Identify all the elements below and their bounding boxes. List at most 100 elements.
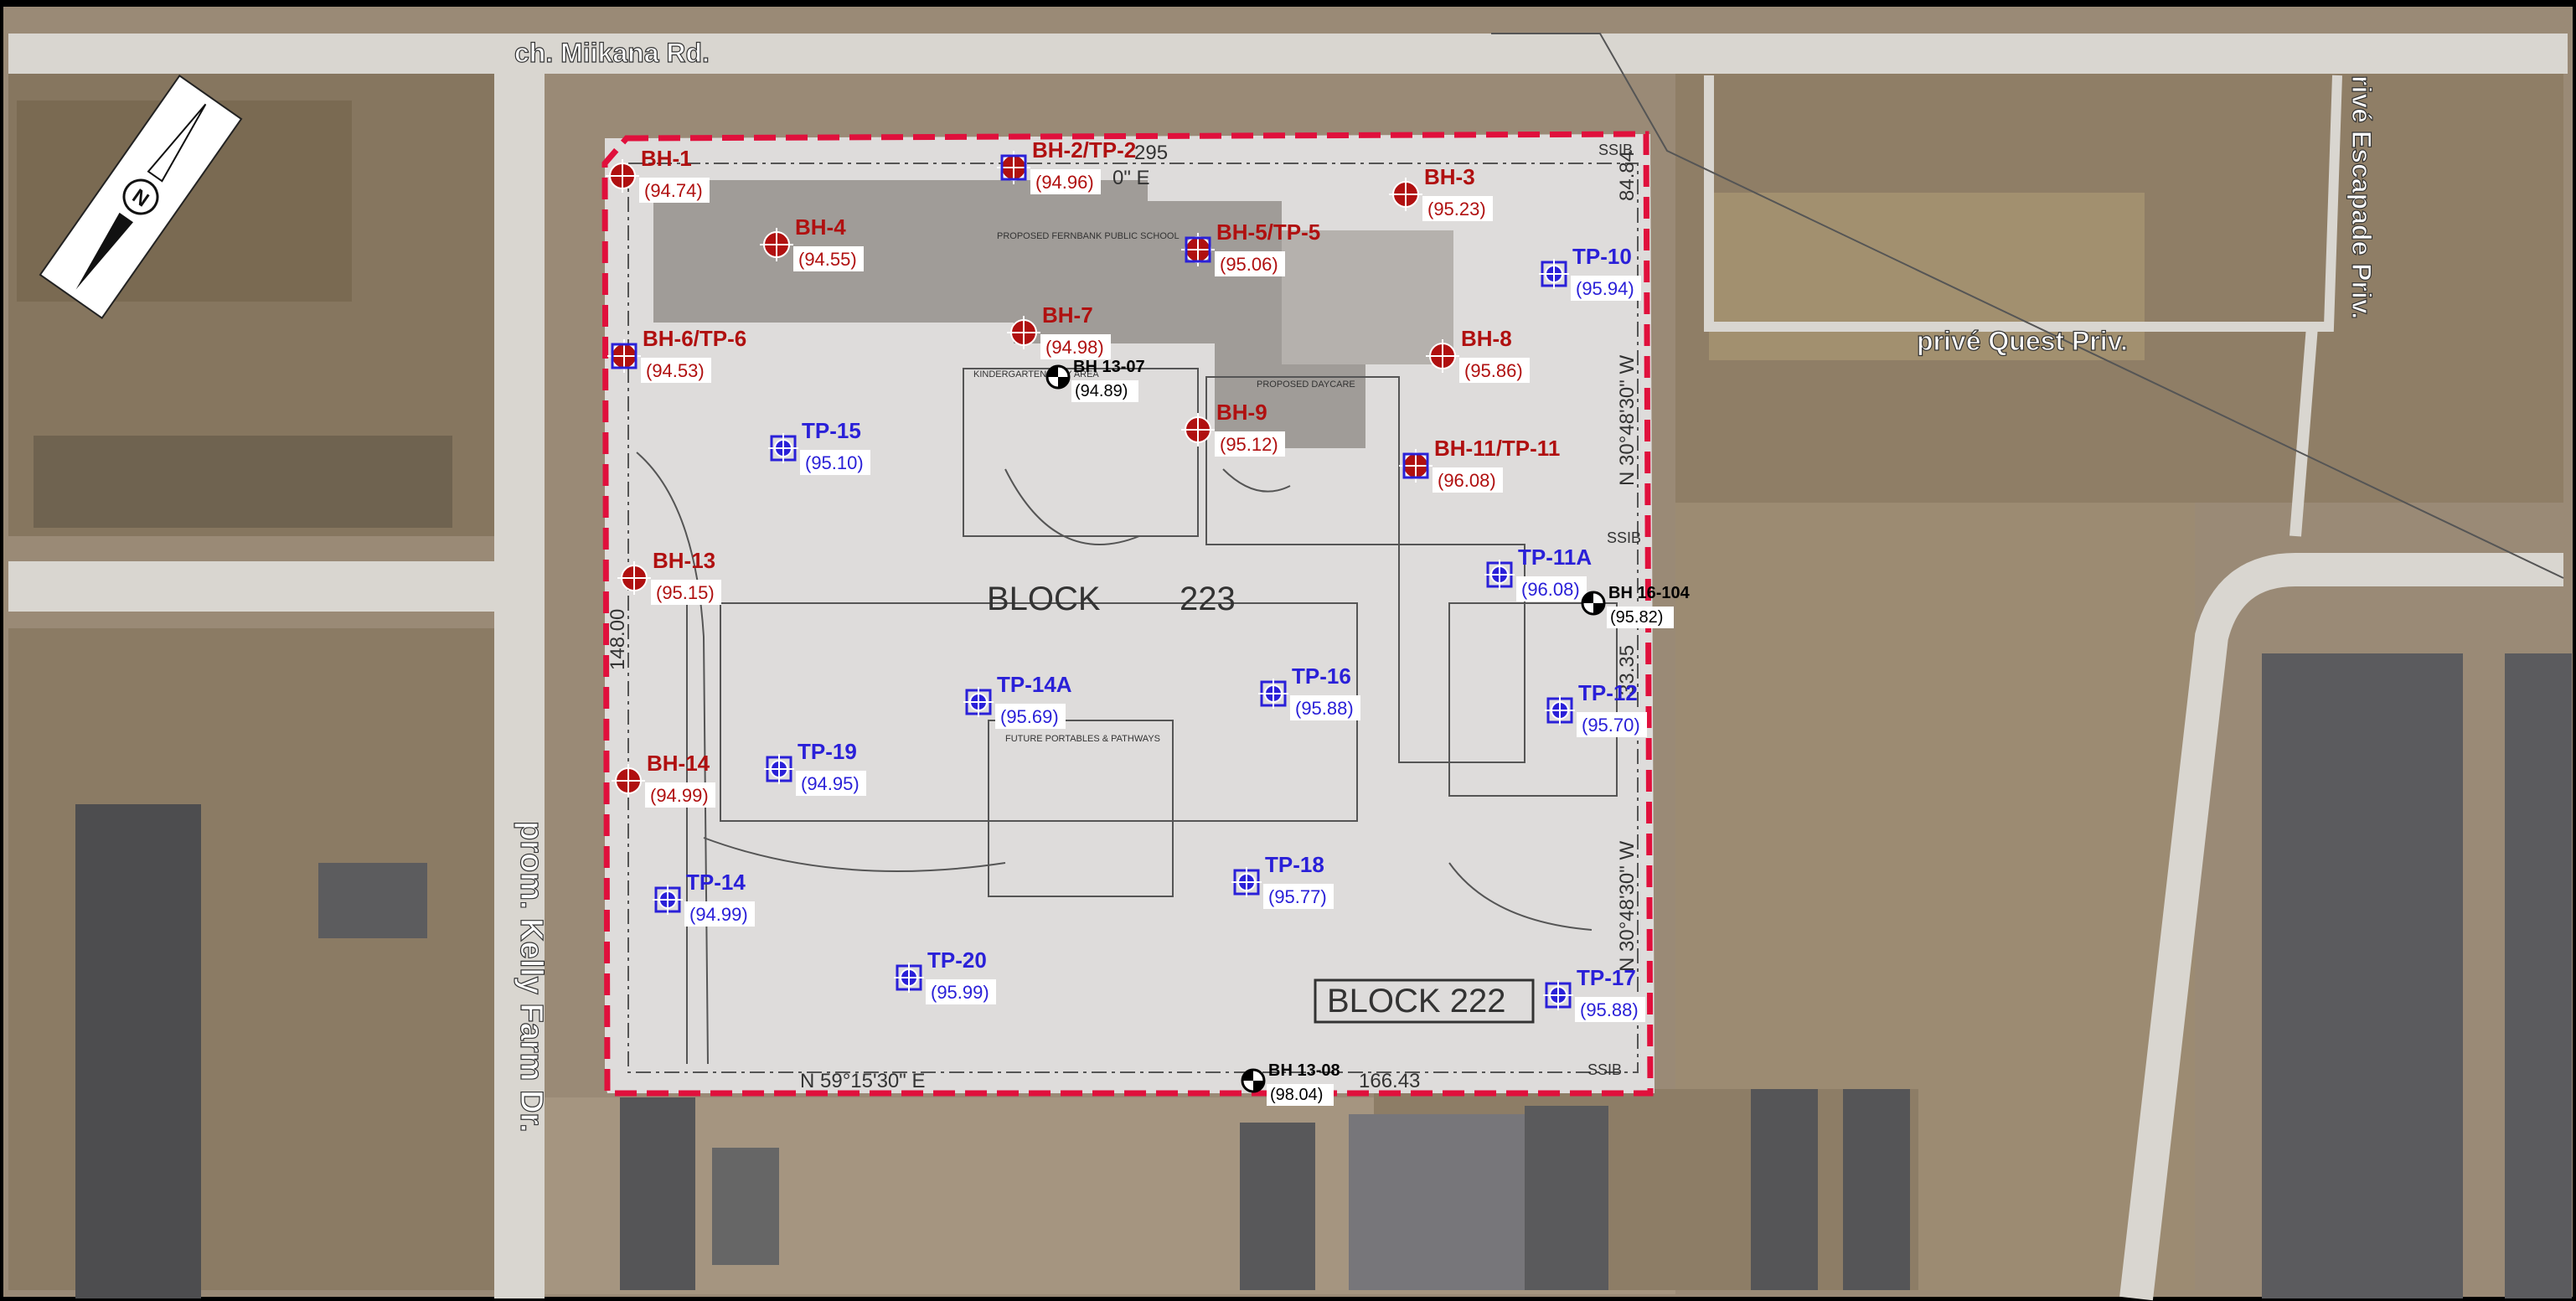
road-label-miikana: ch. Miikana Rd. [514,38,710,68]
boring-elevation: (95.86) [1464,360,1523,381]
boring-marker-tp-14a: TP-14A (95.69) [963,672,1072,729]
boring-marker-bh-5-tp-5: BH-5/TP-5 (95.06) [1181,219,1320,276]
boring-id: BH-5/TP-5 [1216,219,1320,245]
bearing-bottom: N 59°15'30" E [800,1070,925,1092]
top-partial-bearing: 0" E [1112,167,1150,189]
boring-marker-tp-17: TP-17(95.88) [1543,965,1645,1022]
boring-id: BH 13-08 [1268,1061,1340,1080]
boring-marker-tp-19: TP-19 (94.95) [764,739,866,796]
boring-elevation: (95.77) [1268,886,1327,907]
boring-id: BH-8 [1461,326,1512,351]
boring-id: TP-18 [1265,852,1324,877]
boring-id: BH-14 [647,751,710,776]
road-label-quest: privé Quest Priv. [1917,326,2128,356]
boring-marker-bh-16-104: BH 16-104(95.82) [1581,584,1691,628]
boring-elevation: (95.88) [1580,999,1639,1020]
boring-elevation: (94.99) [689,904,748,925]
top-frame [0,0,2576,7]
dimension-right-mid: 33.35 [1616,645,1639,695]
school-label: PROPOSED FERNBANK PUBLIC SCHOOL [997,231,1180,241]
boring-marker-tp-20: TP-20 (95.99) [894,947,996,1004]
boring-marker-bh-4: BH-4 (94.55) [760,214,864,271]
boring-marker-bh-6-tp-6: BH-6/TP-6 (94.53) [607,326,746,383]
boring-elevation: (94.53) [646,360,705,381]
bearing-right-bottom: N 30°48'30" W [1616,841,1639,972]
boring-id: BH-2/TP-2 [1032,137,1136,163]
boring-elevation: (96.08) [1521,579,1580,600]
bearing-right-top: N 30°48'30" W [1616,355,1639,486]
boring-elevation: (94.99) [650,785,709,806]
boring-marker-bh-11-tp-11: BH-11/TP-11 (96.08) [1399,436,1560,493]
boring-marker-tp-14: TP-14 (94.99) [653,870,755,927]
boring-marker-bh-2-tp-2: BH-2/TP-2 (94.96) [997,137,1136,194]
bottom-frame [0,1297,2576,1301]
block-222-label: BLOCK 222 [1327,983,1505,1020]
boring-id: BH-1 [641,146,692,171]
boring-marker-tp-12: TP-12 (95.70) [1545,680,1647,737]
boring-id: TP-14 [686,870,746,895]
ssib-top: SSIB [1598,142,1633,158]
daycare-label: PROPOSED DAYCARE [1257,379,1355,390]
site-parcel [605,134,1655,1093]
test-pit-icon [1402,452,1429,479]
dimension-bottom: 166.43 [1359,1070,1420,1092]
boring-marker-tp-10: TP-10(95.94) [1539,244,1641,301]
north-arrow-icon: N [39,75,243,319]
boring-marker-bh-9: BH-9 (95.12) [1181,400,1285,457]
boring-elevation: (96.08) [1438,470,1496,491]
road-label-kelly-farm: prom. Kelly Farm Dr. [514,821,549,1133]
test-pit-icon [1000,154,1027,181]
boring-id: TP-10 [1572,244,1632,269]
boring-id: TP-14A [997,672,1072,697]
boring-elevation: (94.74) [644,180,703,201]
boring-elevation: (94.95) [801,773,860,794]
boring-id: BH 16-104 [1608,584,1691,602]
boring-elevation: (95.23) [1427,199,1486,219]
boring-elevation: (94.98) [1045,337,1104,358]
roads [8,33,2568,1301]
boring-id: BH-4 [795,214,846,240]
ssib-bottom: SSIB [1587,1061,1622,1078]
boring-elevation: (95.12) [1220,434,1278,455]
boring-elevation: (95.70) [1582,715,1640,736]
road-label-escapade: rivé Escapade Priv. [2346,75,2377,319]
boring-id: TP-16 [1292,663,1351,689]
boring-id: BH-11/TP-11 [1434,436,1560,461]
boring-id: BH-3 [1424,164,1475,189]
boring-id: BH 13-07 [1073,358,1145,376]
boring-elevation: (94.96) [1035,172,1094,193]
test-pit-icon [611,343,638,369]
boring-elevation: (95.69) [1000,706,1059,727]
site-boundary [601,131,1654,1097]
boring-elevation: (95.10) [805,452,864,473]
boring-id: TP-20 [927,947,987,973]
boring-elevation: (95.99) [931,982,989,1003]
boring-elevation: (95.06) [1220,254,1278,275]
boring-id: BH-7 [1042,302,1093,328]
boring-marker-tp-16: TP-16 (95.88) [1258,663,1360,720]
top-partial-dimension: 295 [1134,142,1168,164]
houses [75,653,2572,1298]
boring-markers: BH-1 (94.74) BH-2/TP-2 (94.96) BH-3 (95.23) BH… [606,137,1691,1106]
boring-id: TP-15 [802,418,861,443]
boring-id: TP-19 [798,739,857,764]
dimension-right-top: 84.84 [1616,151,1639,201]
boring-elevation: (95.88) [1295,698,1354,719]
boring-marker-bh-14: BH-14 (94.99) [612,751,715,808]
boring-marker-bh-1: BH-1 (94.74) [606,146,710,203]
boring-id: BH-6/TP-6 [643,326,746,351]
boring-id: BH-9 [1216,400,1267,425]
boring-marker-tp-15: TP-15 (95.10) [768,418,870,475]
block-223-number: 223 [1180,581,1236,617]
test-pit-icon [1185,236,1211,263]
boring-marker-bh-13: BH-13(95.15) [617,548,721,605]
boring-elevation: (98.04) [1270,1086,1323,1104]
boring-elevation: (94.89) [1075,382,1128,400]
boring-id: TP-12 [1578,680,1638,705]
boring-elevation: (94.55) [798,249,857,270]
portables-label: FUTURE PORTABLES & PATHWAYS [1005,734,1160,744]
boring-marker-tp-11a: TP-11A (96.08) [1484,545,1592,601]
ssib-mid: SSIB [1607,529,1641,546]
boring-marker-bh-7: BH-7 (94.98) [1007,302,1111,359]
boring-id: TP-11A [1518,545,1592,570]
